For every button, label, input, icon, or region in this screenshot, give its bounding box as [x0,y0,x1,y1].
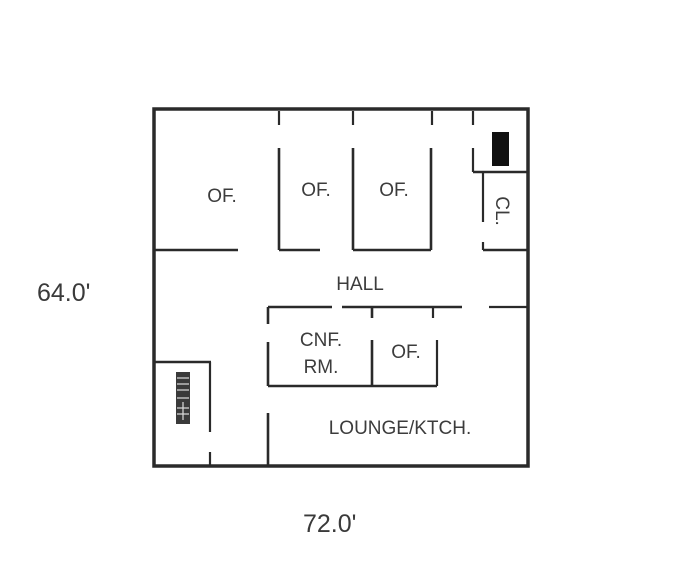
exterior-wall [152,107,530,468]
stairs-icon [176,372,190,424]
top-wall-partition-stubs [277,111,475,125]
height-dimension-label: 64.0' [37,279,91,307]
hall-lower-walls [268,305,527,318]
office-4-label: OF. [391,342,421,363]
shaft-enclosure [471,132,528,174]
lounge-kitchen-label: LOUNGE/KTCH. [329,418,472,439]
office-2-label: OF. [301,180,331,201]
office-3-label: OF. [379,180,409,201]
office-2-walls [277,148,320,252]
office-1-label: OF. [207,186,237,207]
conference-room-label-line2: RM. [304,357,339,378]
closet-label: CL. [491,196,512,226]
hall-label: HALL [336,274,384,295]
conference-room-walls [266,307,437,388]
closet-walls [481,173,527,252]
elevator-shaft-icon [492,132,509,166]
width-dimension-label: 72.0' [303,510,357,538]
stair-room-walls [155,360,212,465]
office-3-walls [351,148,433,252]
conference-room-label-line1: CNF. [300,330,342,351]
